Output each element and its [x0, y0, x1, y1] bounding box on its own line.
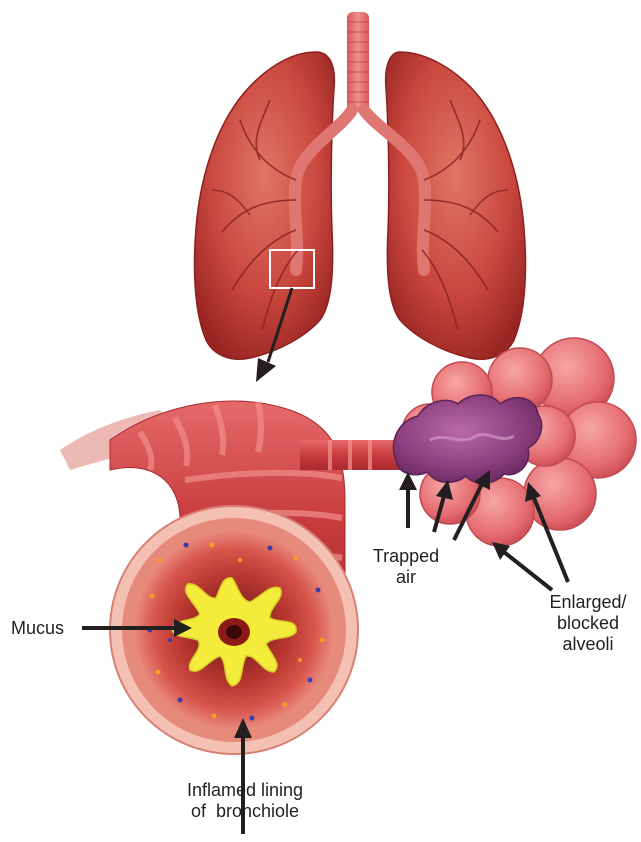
label-inflamed-lining: Inflamed lining of bronchiole [160, 780, 330, 822]
label-inflamed-line2: of bronchiole [160, 801, 330, 822]
label-trapped-air-line1: Trapped [370, 546, 442, 567]
label-mucus: Mucus [11, 618, 64, 639]
left-lung [194, 52, 334, 359]
label-enlarged-line2: blocked [540, 613, 636, 634]
label-inflamed-line1: Inflamed lining [160, 780, 330, 801]
lungs [194, 12, 525, 359]
label-trapped-air-line2: air [370, 567, 442, 588]
alveoli-cluster [393, 338, 636, 546]
label-trapped-air: Trapped air [370, 546, 442, 588]
right-lung [386, 52, 526, 359]
label-enlarged-line3: alveoli [540, 634, 636, 655]
label-enlarged-line1: Enlarged/ [540, 592, 636, 613]
label-enlarged-alveoli: Enlarged/ blocked alveoli [540, 592, 636, 655]
